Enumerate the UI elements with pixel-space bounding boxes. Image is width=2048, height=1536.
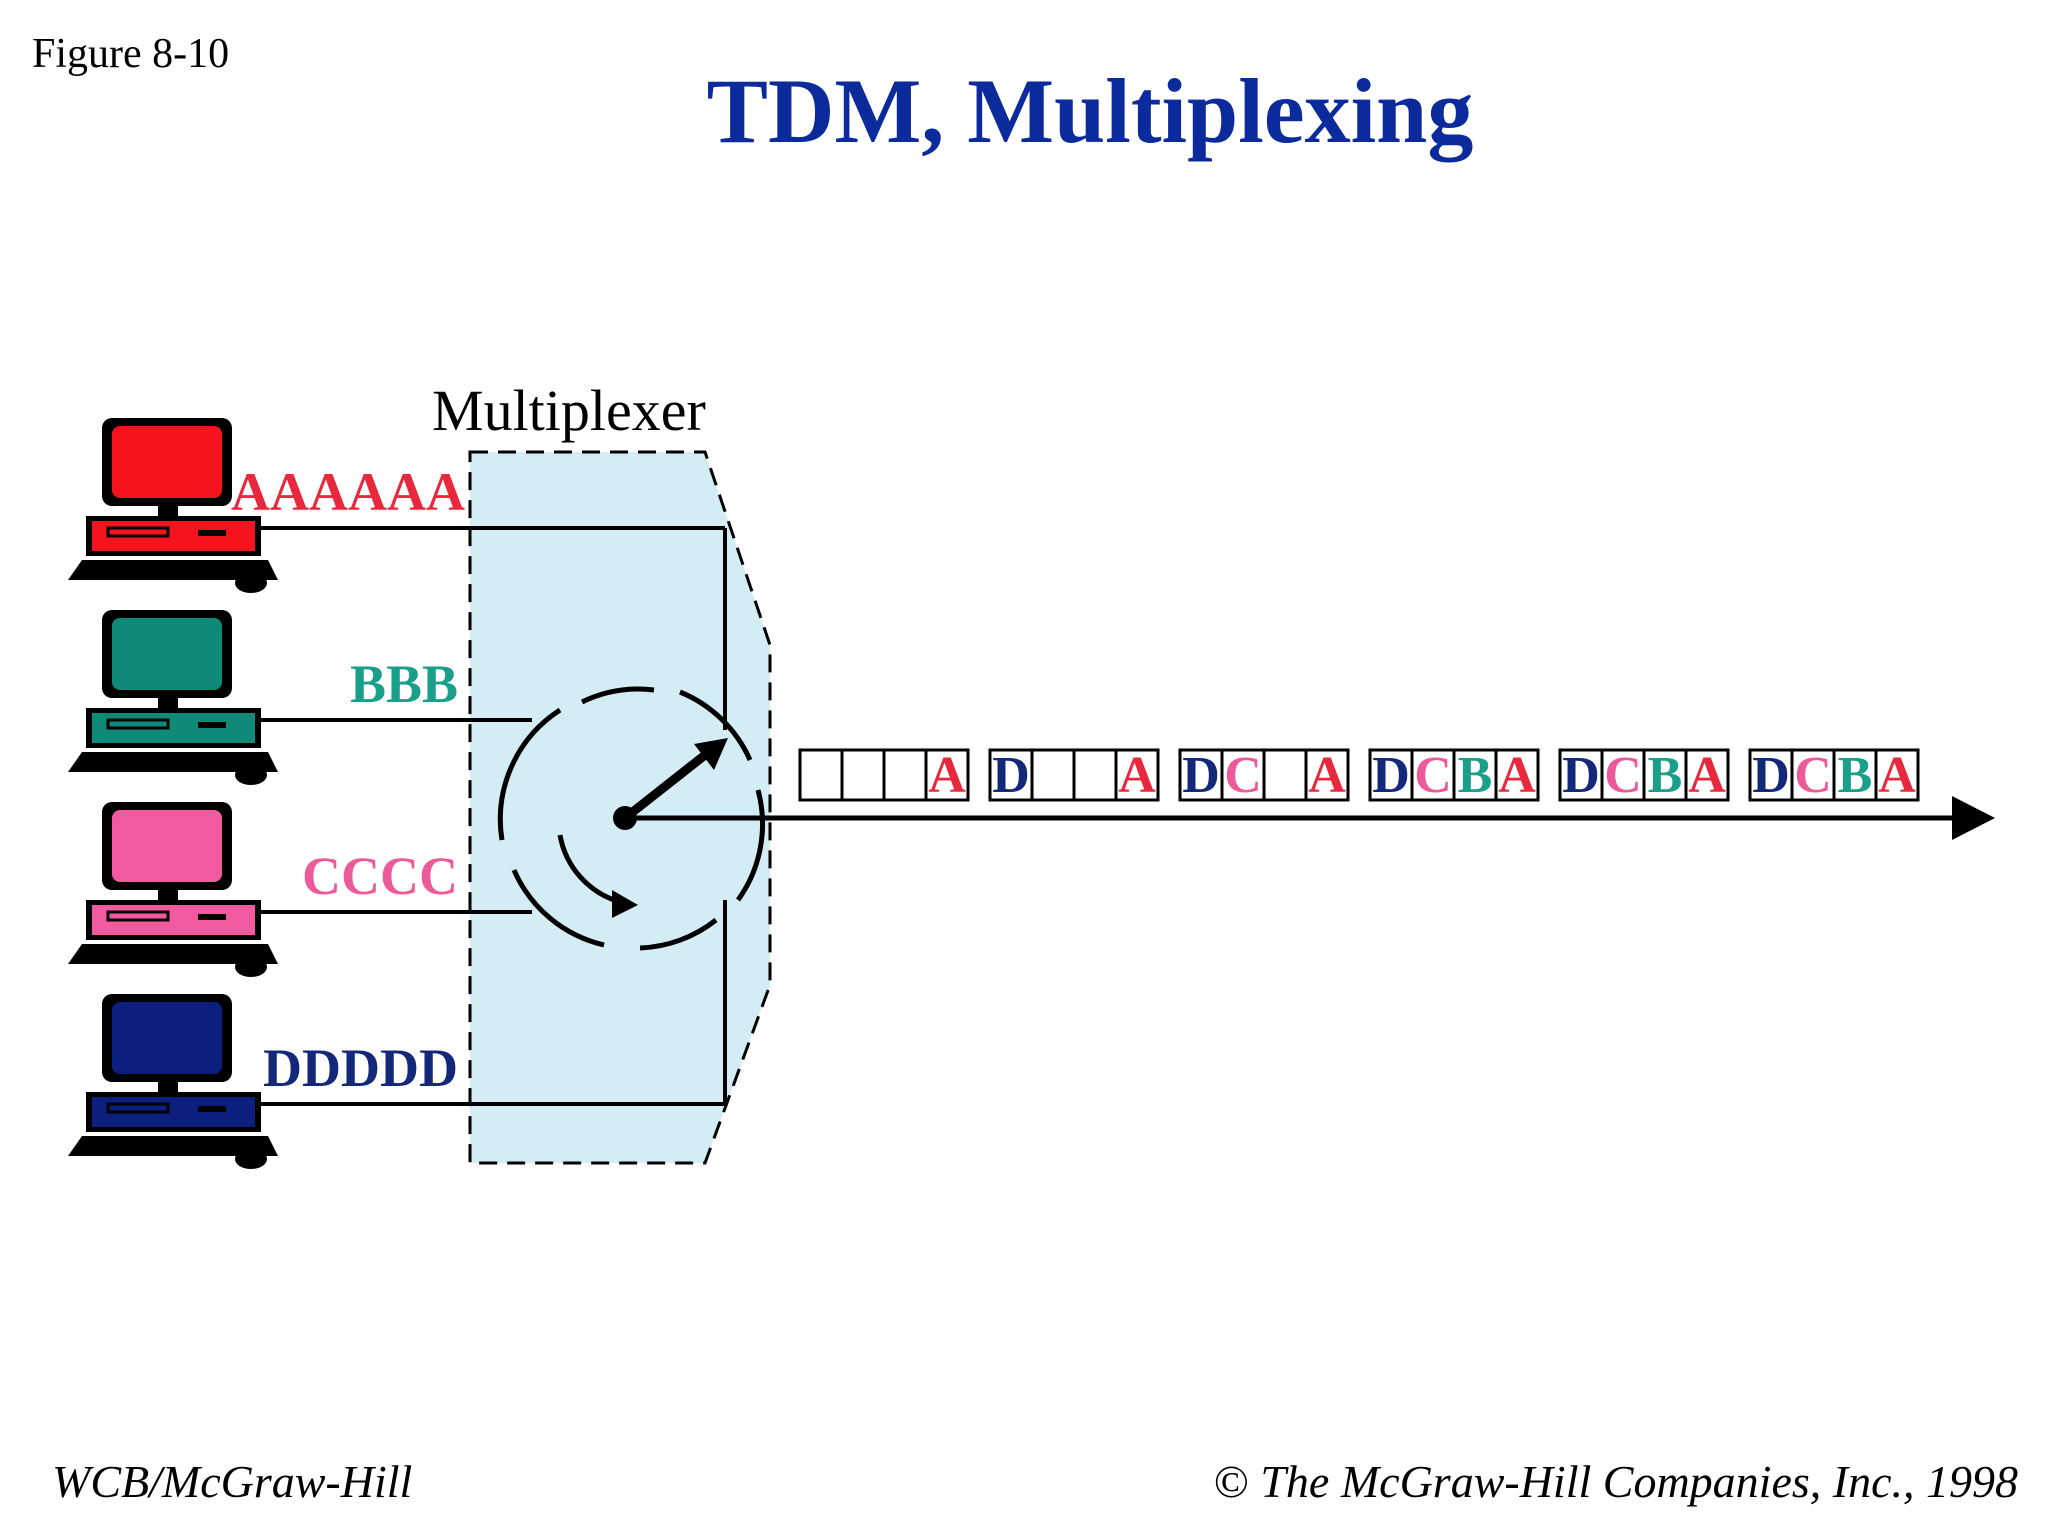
multiplexer-label: Multiplexer — [432, 378, 706, 443]
source-label: CCCC — [302, 846, 458, 906]
slot-letter: B — [1648, 747, 1683, 804]
computer-icon — [68, 610, 278, 785]
figure-label: Figure 8-10 — [32, 31, 230, 77]
source-label: BBB — [350, 654, 458, 714]
output-arrowhead — [1952, 796, 1995, 840]
slot-letter: A — [1118, 747, 1156, 804]
time-slot — [1220, 748, 1266, 802]
slot-letter: A — [1688, 747, 1726, 804]
time-slot — [1558, 748, 1604, 802]
source-label: DDDDD — [263, 1038, 458, 1098]
time-slot — [840, 748, 886, 802]
time-slot — [924, 748, 970, 802]
slot-letter: D — [1562, 747, 1600, 804]
time-slot — [1072, 748, 1118, 802]
copyright-footer: © The McGraw-Hill Companies, Inc., 1998 — [1214, 1455, 2018, 1508]
time-slot — [988, 748, 1034, 802]
switch-dial — [497, 686, 766, 951]
publisher-footer: WCB/McGraw-Hill — [52, 1456, 413, 1507]
slot-letter: C — [1794, 747, 1832, 804]
time-slot — [1452, 748, 1498, 802]
copyright-symbol: © — [1213, 1456, 1249, 1507]
switch-pointer — [622, 751, 708, 822]
computer-icon — [68, 802, 278, 977]
source-label: AAAAAA — [231, 462, 465, 522]
computer-icon — [68, 994, 278, 1169]
time-slot — [1684, 748, 1730, 802]
slot-letter: A — [1498, 747, 1536, 804]
slot-letter: B — [1458, 747, 1493, 804]
switch-pointer-head — [694, 738, 728, 770]
slot-letter: C — [1224, 747, 1262, 804]
time-slot — [1262, 748, 1308, 802]
time-slot — [882, 748, 928, 802]
slot-letter: D — [1752, 747, 1790, 804]
time-slot — [1030, 748, 1076, 802]
computer-icon — [68, 418, 278, 593]
time-slot — [798, 748, 844, 802]
slot-letter: D — [1182, 747, 1220, 804]
slot-letter: C — [1414, 747, 1452, 804]
time-slot — [1410, 748, 1456, 802]
slot-letter: A — [1308, 747, 1346, 804]
tdm-frame: A — [798, 747, 970, 804]
time-slot — [1600, 748, 1646, 802]
page-title: TDM, Multiplexing — [706, 60, 1474, 162]
slot-letter: A — [1878, 747, 1916, 804]
rotation-arrowhead — [612, 890, 638, 918]
time-slot — [1494, 748, 1540, 802]
copyright-text: The McGraw-Hill Companies, Inc., 1998 — [1248, 1456, 2018, 1507]
time-slot — [1642, 748, 1688, 802]
slot-letter: D — [992, 747, 1030, 804]
slot-letter: C — [1604, 747, 1642, 804]
time-slot — [1114, 748, 1160, 802]
slot-letter: A — [928, 747, 966, 804]
slot-letter: B — [1838, 747, 1873, 804]
time-slot — [1874, 748, 1920, 802]
slot-letter: D — [1372, 747, 1410, 804]
time-slot — [1304, 748, 1350, 802]
